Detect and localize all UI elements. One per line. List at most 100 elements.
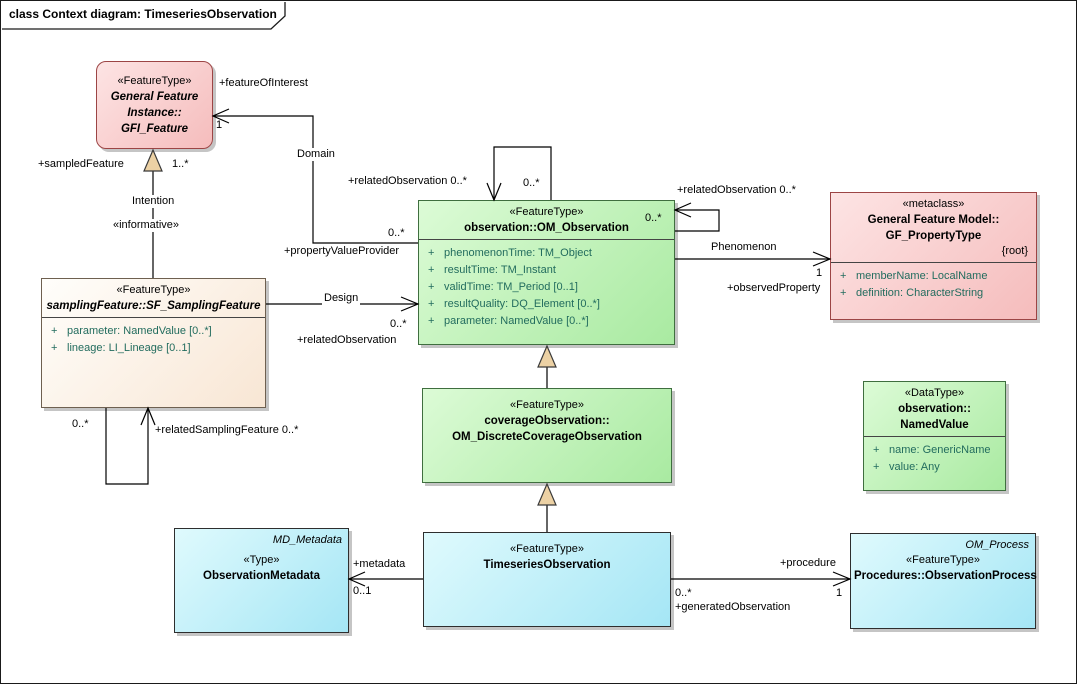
class-name: samplingFeature::SF_SamplingFeature bbox=[46, 300, 261, 312]
class-header: «FeatureType» TimeseriesObservation bbox=[424, 533, 670, 576]
class-namedvalue[interactable]: «DataType» observation:: NamedValue +nam… bbox=[863, 381, 1006, 491]
class-name: TimeseriesObservation bbox=[483, 559, 611, 571]
association-name-label: Phenomenon bbox=[709, 241, 779, 254]
class-header: MD_Metadata «Type» ObservationMetadata bbox=[175, 529, 348, 587]
class-name: GF_PropertyType bbox=[885, 230, 982, 242]
association-relatedsamplingfeature-self bbox=[105, 406, 156, 485]
class-stereotype: «FeatureType» bbox=[510, 399, 584, 411]
attribute-compartment: +name: GenericName +value: Any bbox=[864, 436, 1005, 490]
generalization-triangle-icon bbox=[537, 482, 557, 506]
role-label: +observedProperty bbox=[727, 282, 821, 294]
open-arrowhead-icon bbox=[812, 251, 832, 267]
attr-text: resultTime: TM_Instant bbox=[444, 264, 556, 276]
class-stereotype: «DataType» bbox=[904, 387, 965, 399]
multiplicity-label: 0..* bbox=[390, 318, 407, 330]
multiplicity-label: 0..* bbox=[72, 418, 89, 430]
class-header: «FeatureType» samplingFeature::SF_Sampli… bbox=[42, 279, 265, 317]
attr-visibility: + bbox=[51, 325, 58, 337]
diagram-title: class Context diagram: TimeseriesObserva… bbox=[9, 7, 277, 21]
attr-visibility: + bbox=[51, 342, 58, 354]
class-name: observation::OM_Observation bbox=[464, 222, 629, 234]
class-timeseriesobservation[interactable]: «FeatureType» TimeseriesObservation bbox=[423, 532, 671, 627]
class-name: ObservationMetadata bbox=[203, 570, 320, 582]
attr-text: value: Any bbox=[889, 461, 940, 473]
generalization-triangle-icon bbox=[143, 148, 163, 172]
association-phenomenon bbox=[675, 251, 832, 267]
attribute-row: + definition: CharacterString bbox=[840, 285, 1032, 302]
open-arrowhead-icon bbox=[832, 571, 852, 587]
attribute-compartment: +phenomenonTime: TM_Object + resultTime: … bbox=[419, 239, 674, 344]
stereotype-label: «informative» bbox=[111, 219, 182, 232]
class-stereotype: «FeatureType» bbox=[116, 284, 191, 296]
association-procedure bbox=[671, 571, 852, 587]
attr-text: parameter: NamedValue [0..*] bbox=[67, 325, 212, 337]
open-arrowhead-icon bbox=[400, 296, 420, 312]
attribute-row: + parameter: NamedValue [0..*] bbox=[428, 313, 670, 330]
class-stereotype: «FeatureType» bbox=[117, 75, 192, 87]
attr-visibility: + bbox=[840, 287, 847, 299]
attribute-row: + memberName: LocalName bbox=[840, 268, 1032, 285]
class-om-observation[interactable]: «FeatureType» observation::OM_Observatio… bbox=[418, 200, 675, 345]
class-name: coverageObservation:: bbox=[484, 415, 610, 427]
class-header: «FeatureType» observation::OM_Observatio… bbox=[419, 201, 674, 239]
class-gfi-feature[interactable]: «FeatureType» General Feature Instance::… bbox=[96, 61, 213, 149]
generalization-tso-to-cov bbox=[537, 482, 557, 532]
attribute-row: +value: Any bbox=[873, 459, 1001, 476]
association-relatedobservation-top-self bbox=[486, 146, 552, 202]
class-observationprocess[interactable]: OM_Process «FeatureType» Procedures::Obs… bbox=[850, 533, 1037, 629]
association-name-label: Design bbox=[322, 292, 361, 305]
class-header: «FeatureType» General Feature Instance::… bbox=[97, 62, 212, 148]
multiplicity-label: 1..* bbox=[172, 158, 189, 170]
attribute-row: + parameter: NamedValue [0..*] bbox=[51, 323, 261, 340]
class-sf-samplingfeature[interactable]: «FeatureType» samplingFeature::SF_Sampli… bbox=[41, 278, 266, 408]
class-stereotype: «FeatureType» bbox=[509, 206, 584, 218]
attr-visibility: + bbox=[428, 281, 435, 293]
role-label: +relatedSamplingFeature 0..* bbox=[155, 424, 299, 436]
class-name: OM_DiscreteCoverageObservation bbox=[452, 431, 642, 443]
class-gf-propertytype[interactable]: «metaclass» General Feature Model:: GF_P… bbox=[830, 192, 1037, 320]
class-stereotype: «FeatureType» bbox=[906, 554, 980, 566]
class-observationmetadata[interactable]: MD_Metadata «Type» ObservationMetadata bbox=[174, 528, 349, 633]
attr-text: resultQuality: DQ_Element [0..*] bbox=[444, 298, 600, 310]
attr-visibility: + bbox=[428, 315, 435, 327]
open-arrowhead-icon bbox=[140, 406, 156, 426]
attr-visibility: + bbox=[428, 247, 435, 259]
attribute-row: +validTime: TM_Period [0..1] bbox=[428, 279, 670, 296]
association-name-label: Intention bbox=[130, 195, 177, 208]
attribute-row: + resultQuality: DQ_Element [0..*] bbox=[428, 296, 670, 313]
attribute-row: + resultTime: TM_Instant bbox=[428, 262, 670, 279]
attribute-row: +name: GenericName bbox=[873, 442, 1001, 459]
attribute-compartment: + parameter: NamedValue [0..*] +lineage: … bbox=[42, 317, 265, 407]
attr-text: definition: CharacterString bbox=[856, 287, 984, 299]
attribute-row: +phenomenonTime: TM_Object bbox=[428, 245, 670, 262]
multiplicity-label: 0..* bbox=[523, 177, 540, 189]
class-name: GFI_Feature bbox=[120, 123, 189, 135]
class-om-discretecoverageobservation[interactable]: «FeatureType» coverageObservation:: OM_D… bbox=[422, 388, 672, 483]
role-label: +generatedObservation bbox=[675, 601, 791, 613]
attr-visibility: + bbox=[840, 270, 847, 282]
class-header: «FeatureType» coverageObservation:: OM_D… bbox=[423, 389, 671, 448]
multiplicity-label: 1 bbox=[816, 267, 823, 279]
multiplicity-label: 0..* bbox=[645, 212, 662, 224]
class-header: «DataType» observation:: NamedValue bbox=[864, 382, 1005, 436]
parent-class-label: MD_Metadata bbox=[272, 534, 342, 546]
generalization-cov-to-om bbox=[537, 344, 557, 388]
role-label: +metadata bbox=[353, 558, 406, 570]
class-stereotype: «FeatureType» bbox=[510, 543, 584, 555]
attribute-row: +lineage: LI_Lineage [0..1] bbox=[51, 340, 261, 357]
class-stereotype: «metaclass» bbox=[902, 198, 965, 210]
role-label: +sampledFeature bbox=[38, 158, 124, 170]
attr-text: parameter: NamedValue [0..*] bbox=[444, 315, 589, 327]
attr-text: memberName: LocalName bbox=[856, 270, 988, 282]
multiplicity-label: 1 bbox=[836, 587, 843, 599]
attribute-compartment: + memberName: LocalName + definition: Char… bbox=[831, 262, 1036, 319]
attr-visibility: + bbox=[873, 444, 880, 456]
multiplicity-label: 1 bbox=[216, 119, 223, 131]
role-label: +relatedObservation 0..* bbox=[677, 184, 796, 196]
role-label: +procedure bbox=[780, 557, 836, 569]
attr-visibility: + bbox=[428, 264, 435, 276]
association-name-label: Domain bbox=[295, 148, 337, 161]
attr-visibility: + bbox=[428, 298, 435, 310]
class-name: NamedValue bbox=[900, 419, 969, 431]
role-label: +featureOfInterest bbox=[219, 77, 308, 89]
